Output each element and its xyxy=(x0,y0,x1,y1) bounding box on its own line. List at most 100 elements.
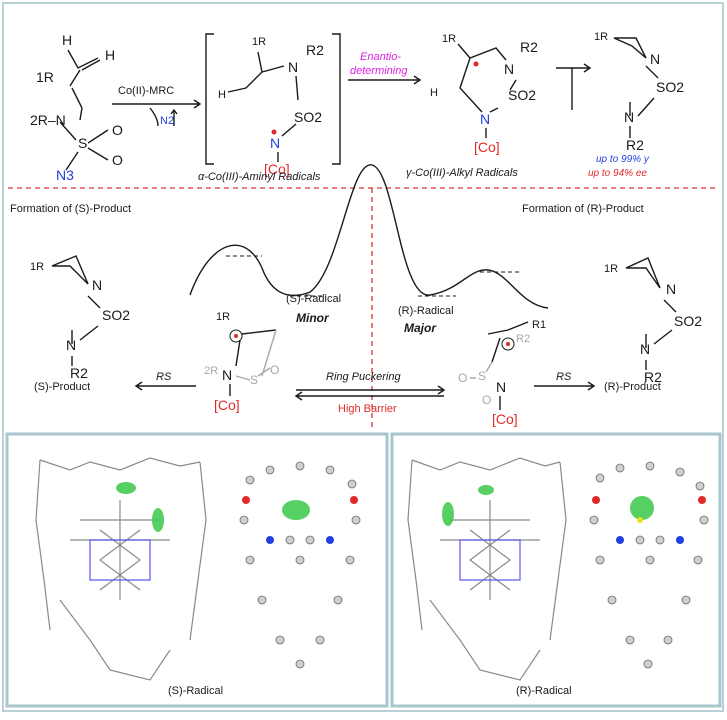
s-rad-o: O xyxy=(270,363,279,377)
aminyl-bonds xyxy=(227,51,299,162)
product-so2: SO2 xyxy=(656,79,684,95)
s-ball-o1 xyxy=(242,496,250,504)
r-aziridine-structure: 1R N SO2 N R2 xyxy=(604,257,702,385)
r-ball-spin xyxy=(630,496,654,520)
r-radical-label: (R)-Radical xyxy=(398,305,454,317)
s-wireframe-model xyxy=(35,457,207,681)
right-title: Formation of (R)-Product xyxy=(522,203,644,215)
r-az-so2: SO2 xyxy=(674,313,702,329)
s-ball-o2 xyxy=(350,496,358,504)
major-label: Major xyxy=(404,321,437,335)
substrate-h-right: H xyxy=(105,47,115,63)
alkyl-n: N xyxy=(480,111,490,127)
bottom-panels: (S)-Radical (R)-Radical xyxy=(5,432,722,708)
alkyl-r2: R2 xyxy=(520,39,538,55)
left-bracket xyxy=(205,33,214,165)
r-rad-dot xyxy=(506,342,510,346)
substrate-h-top: H xyxy=(62,32,72,48)
s-az-n: N xyxy=(92,277,102,293)
alkyl-h: H xyxy=(430,87,438,99)
minor-label: Minor xyxy=(296,311,330,325)
alkyl-bracket xyxy=(556,67,573,110)
rs-right-label: RS xyxy=(556,371,572,383)
substrate-bonds xyxy=(59,49,109,171)
r-rad-o2: O xyxy=(482,393,491,407)
aziridine-product: 1R N SO2 N R2 up to 99% y up to 94% ee xyxy=(588,31,684,179)
rs-right-arrow xyxy=(534,381,596,391)
aminyl-caption: α-Co(III)-Aminyl Radicals xyxy=(198,171,321,183)
aminyl-r1: 1R xyxy=(252,36,266,48)
arrow-step2: Enantio- determining xyxy=(348,51,422,85)
catalyst-label: Co(II)-MRC xyxy=(118,85,174,97)
r-az-bonds xyxy=(625,257,677,370)
s-az-so2: SO2 xyxy=(102,307,130,323)
r-rad-s: S xyxy=(478,369,486,383)
n2-label: N2 xyxy=(160,115,174,127)
ring-puckering-label: Ring Puckering xyxy=(326,371,401,383)
alkyl-so2: SO2 xyxy=(508,87,536,103)
s-rad-r2n: 2R xyxy=(204,365,218,377)
arrow-step3 xyxy=(572,63,592,73)
right-bracket xyxy=(332,33,341,165)
energy-curve xyxy=(189,164,549,309)
substrate-o2: O xyxy=(112,152,123,168)
aminyl-co: [Co] xyxy=(264,161,290,177)
s-spin-density-2 xyxy=(152,508,164,532)
substrate-double-bond xyxy=(81,59,101,71)
alkyl-co: [Co] xyxy=(474,139,500,155)
high-barrier-label: High Barrier xyxy=(338,403,397,415)
radical-dot xyxy=(271,129,277,135)
aminyl-n-radical: N xyxy=(270,135,280,151)
substrate-o1: O xyxy=(112,122,123,138)
aminyl-r2: R2 xyxy=(306,42,324,58)
arrow-step1: Co(II)-MRC N2 xyxy=(112,85,202,127)
product-n2: N xyxy=(624,109,634,125)
substrate-r2n: 2R–N xyxy=(30,112,66,128)
aminyl-so2: SO2 xyxy=(294,109,322,125)
equilibrium-forward xyxy=(296,385,446,395)
r-az-n2: N xyxy=(640,341,650,357)
substrate-structure: H H 1R 2R–N S O O N3 xyxy=(30,32,123,183)
r-product-label: (R)-Product xyxy=(604,381,661,393)
s-az-r1: 1R xyxy=(30,261,44,273)
alkyl-radical-dot xyxy=(473,61,479,67)
s-aziridine-structure: 1R N SO2 N R2 xyxy=(30,255,130,381)
s-rad-circle xyxy=(229,329,243,343)
outer-frame xyxy=(2,2,724,712)
r-ball-n1 xyxy=(616,536,624,544)
r-spin-density-2 xyxy=(478,485,494,495)
product-n: N xyxy=(650,51,660,67)
s-ball-spin xyxy=(282,500,310,520)
r-rad-co: [Co] xyxy=(492,411,518,427)
r-ball-s xyxy=(637,517,643,523)
r-radical-structure: R1 R2 O S N O [Co] xyxy=(458,319,546,427)
right-panel-frame xyxy=(390,432,722,708)
rs-left-label: RS xyxy=(156,371,172,383)
s-ball-n1 xyxy=(266,536,274,544)
s-ball-n2 xyxy=(326,536,334,544)
r-ball-n2 xyxy=(676,536,684,544)
r-az-n: N xyxy=(666,281,676,297)
s-az-bonds xyxy=(51,255,101,366)
r-rad-r1: R1 xyxy=(532,319,546,331)
left-panel-caption: (S)-Radical xyxy=(168,685,223,697)
s-az-n2: N xyxy=(66,337,76,353)
left-title: Formation of (S)-Product xyxy=(10,203,131,215)
s-rad-r1: 1R xyxy=(216,311,230,323)
right-panel-caption: (R)-Radical xyxy=(516,685,572,697)
ee-text: up to 94% ee xyxy=(588,168,647,179)
alkyl-radical-intermediate: 1R H N R2 SO2 N [Co] γ-Co(III)-Alkyl Rad… xyxy=(406,33,573,179)
r-ball-model xyxy=(589,461,709,669)
product-bonds xyxy=(613,37,659,138)
s-rad-dot xyxy=(234,334,238,338)
equilibrium-back xyxy=(294,391,444,401)
s-rad-n: N xyxy=(222,367,232,383)
s-spin-density-1 xyxy=(116,482,136,494)
alkyl-n-top: N xyxy=(504,61,514,77)
s-rad-s: S xyxy=(250,373,258,387)
pathway-arrows: RS (S)-Product RS (R)-Product Ring Pucke… xyxy=(34,371,661,415)
r-az-r2: R2 xyxy=(644,369,662,385)
substrate-r1: 1R xyxy=(36,69,54,85)
s-rad-co: [Co] xyxy=(214,397,240,413)
